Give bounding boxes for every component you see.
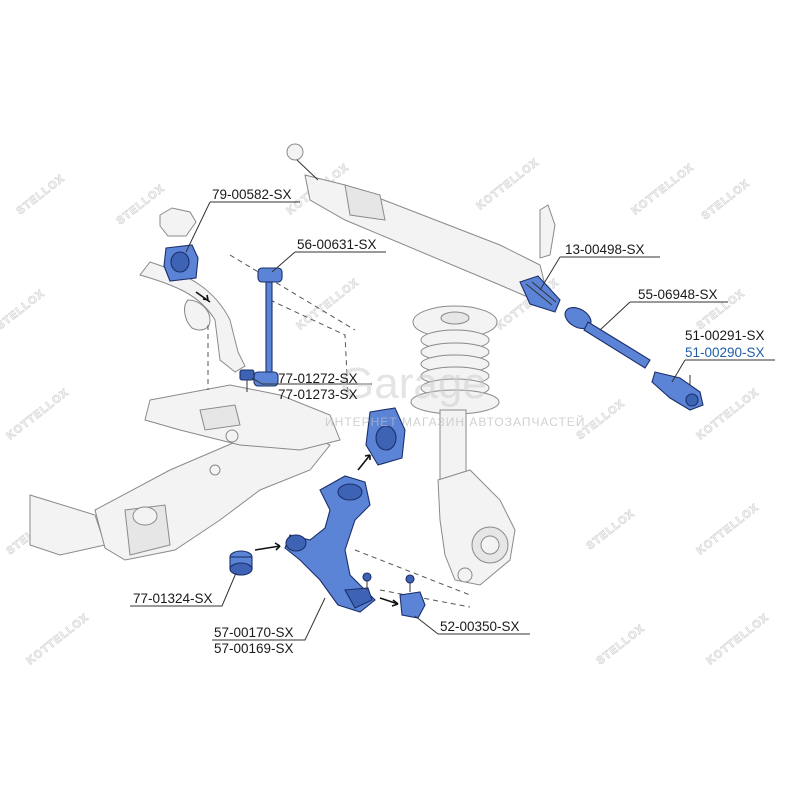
leader-57-00170 (212, 597, 326, 641)
part-silent-block[interactable] (229, 550, 253, 576)
subframe-bushing-hole (132, 506, 158, 526)
assembly-arrows (195, 291, 399, 607)
label-51-00291[interactable]: 51-00291-SX (685, 328, 765, 343)
arrow (357, 454, 371, 471)
arrow-head (364, 454, 371, 460)
watermark-brand: KOTTELLOX (694, 501, 761, 557)
arrow (254, 545, 281, 551)
label-57-00170[interactable]: 57-00170-SX (214, 625, 294, 640)
leader-55-06948 (599, 301, 728, 331)
leader-51-00290 (671, 359, 775, 383)
part-inner-tie-rod[interactable] (561, 303, 651, 369)
part-tie-rod-end[interactable] (651, 371, 704, 411)
steering-tie-end-left (286, 143, 304, 161)
leader-52-00350 (414, 615, 530, 635)
watermark-center-text: Garage (340, 359, 487, 408)
subframe-rear-member (144, 384, 341, 451)
subframe-bolt (225, 429, 239, 443)
leader-13-00498 (539, 256, 660, 291)
label-56-00631[interactable]: 56-00631-SX (297, 237, 377, 252)
steering-rack (286, 143, 556, 299)
leader-77-01272 (251, 377, 372, 385)
label-51-00290[interactable]: 51-00290-SX (685, 345, 765, 360)
watermark-brand: STELLOX (114, 182, 167, 227)
part-ball-joint[interactable] (362, 572, 426, 619)
label-77-01272[interactable]: 77-01272-SX (278, 371, 358, 386)
part-lower-control-arm[interactable] (284, 475, 376, 613)
label-77-01324[interactable]: 77-01324-SX (133, 591, 213, 606)
subframe (29, 384, 341, 561)
arrow-head (274, 542, 281, 551)
steering-input-shaft (539, 204, 556, 259)
subframe-left-arm (29, 494, 106, 556)
subframe-plate (199, 404, 241, 431)
part-link-bolt[interactable] (239, 369, 255, 392)
label-79-00582[interactable]: 79-00582-SX (212, 187, 292, 202)
part-stabilizer-bushing[interactable] (163, 244, 199, 282)
knuckle-body (437, 469, 516, 586)
watermark-brand: STELLOX (699, 177, 752, 222)
watermark-brand: KOTTELLOX (24, 611, 91, 667)
stabilizer-bar-clamp (184, 299, 211, 331)
watermark-brand: KOTTELLOX (629, 161, 696, 217)
label-57-00169[interactable]: 57-00169-SX (214, 641, 294, 656)
part-stabilizer-link[interactable] (253, 267, 283, 387)
watermark-brand: STELLOX (594, 622, 647, 667)
guide-line (354, 549, 471, 596)
guide-line (379, 589, 471, 608)
label-52-00350[interactable]: 52-00350-SX (440, 619, 520, 634)
arrow-head (202, 294, 209, 301)
assembly-guides (207, 254, 471, 608)
steering-tie-rod-left (296, 159, 319, 181)
leader-77-01324 (130, 572, 237, 607)
strut-top-mount-center (440, 311, 470, 325)
watermark-brand: STELLOX (584, 507, 637, 552)
leader-56-00631 (271, 251, 386, 273)
leader-79-00582 (185, 201, 300, 253)
stabilizer-bracket (159, 207, 197, 237)
strut-assembly (410, 305, 500, 491)
label-77-01273[interactable]: 77-01273-SX (278, 387, 358, 402)
label-13-00498[interactable]: 13-00498-SX (565, 242, 645, 257)
watermark-brand: KOTTELLOX (294, 276, 361, 332)
arrow (379, 597, 399, 605)
watermark-brand: KOTTELLOX (704, 611, 771, 667)
watermark-brand: KOTTELLOX (474, 156, 541, 212)
knuckle-hub-center (480, 535, 500, 555)
watermark-center-subtext: ИНТЕРНЕТ МАГАЗИН АВТОЗАПЧАСТЕЙ (325, 414, 585, 429)
watermark-brand: KOTTELLOX (4, 386, 71, 442)
guide-line (229, 254, 356, 331)
steering-knuckle (437, 469, 516, 586)
arrow-head (391, 599, 399, 607)
part-arm-rear-bushing[interactable] (365, 407, 406, 466)
steering-rack-boot-left (344, 184, 386, 221)
center-watermark: Garage ИНТЕРНЕТ МАГАЗИН АВТОЗАПЧАСТЕЙ (325, 359, 585, 429)
label-55-06948[interactable]: 55-06948-SX (638, 287, 718, 302)
subframe-bolt (209, 464, 221, 476)
watermark-brand: STELLOX (0, 287, 47, 332)
guide-line (269, 299, 349, 396)
watermark-brand: KOTTELLOX (694, 386, 761, 442)
knuckle-bolt (457, 567, 473, 583)
part-rack-boot[interactable] (519, 275, 561, 313)
watermark-brand: STELLOX (14, 172, 67, 217)
stabilizer-bar (139, 207, 246, 373)
part-labels: 79-00582-SX 56-00631-SX 13-00498-SX 55-0… (133, 187, 765, 656)
leader-lines (130, 201, 775, 641)
